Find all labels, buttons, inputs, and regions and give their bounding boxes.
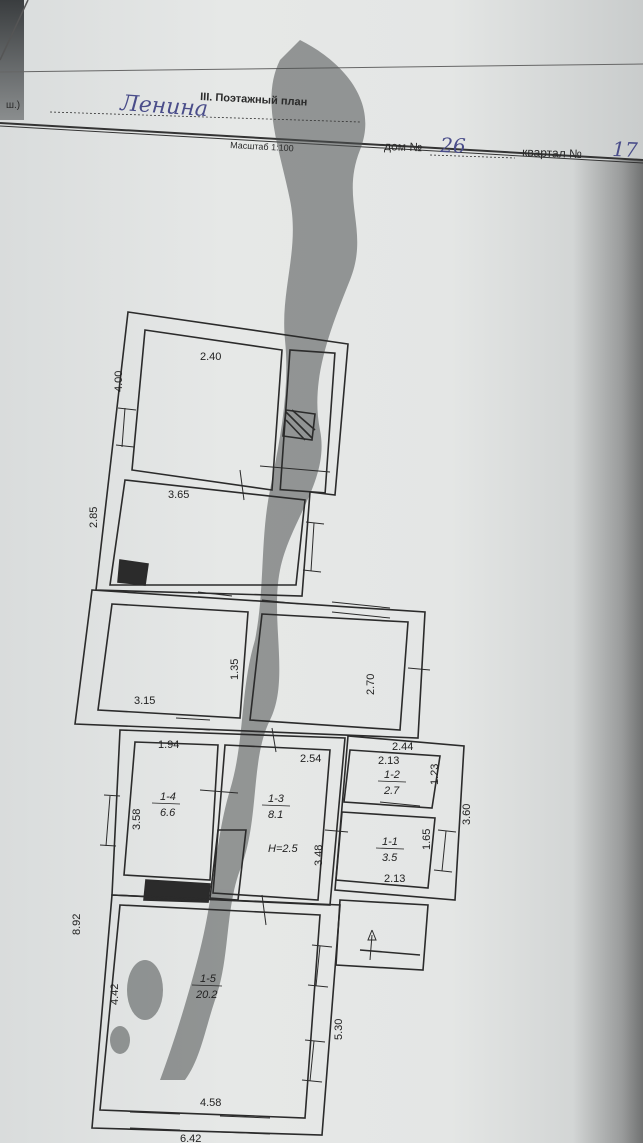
room-top	[131, 329, 283, 491]
plan-middle-outer	[74, 589, 426, 739]
room-1-1	[335, 811, 436, 889]
dim-left-total: 8.92	[71, 914, 83, 935]
room-1-5-area: 20.2	[195, 989, 217, 1001]
house-label: дом №	[384, 139, 423, 154]
prefix-fragment: ш.)	[6, 100, 20, 111]
porch	[335, 899, 429, 971]
dim-r7-w: 2.44	[392, 741, 413, 753]
dim-r3-w: 3.15	[134, 695, 155, 707]
plan-bottom-outer	[91, 894, 341, 1136]
room-4	[249, 613, 409, 731]
room-2	[109, 479, 306, 586]
dim-r8-w: 2.13	[384, 873, 405, 885]
dim-r7-sub-w: 2.13	[378, 755, 399, 767]
house-number: 26	[439, 133, 467, 158]
dim-r9-h: 4.42	[109, 984, 121, 1005]
room-1-1-area: 3.5	[382, 852, 398, 864]
dim-r2-h: 2.85	[88, 507, 100, 528]
room-1-4-area: 6.6	[160, 807, 176, 819]
section-title: III. Поэтажный план	[200, 91, 308, 109]
ink-smear	[110, 40, 366, 1080]
room-1-3-number: 1-3	[268, 793, 285, 805]
room-1-2-number: 1-2	[384, 769, 400, 781]
dim-bottom-total: 6.42	[180, 1133, 201, 1143]
dim-r8-h: 1.65	[421, 829, 433, 850]
room-labels: 1-4 6.6 1-3 8.1 1-2 2.7 1-1 3.5 H=2.5 1-…	[151, 769, 407, 1001]
dim-r7-h: 1.23	[429, 764, 441, 785]
room-1-1-number: 1-1	[382, 836, 398, 848]
dim-right-total: 3.60	[461, 804, 473, 825]
street-handwritten: Ленина	[119, 91, 209, 122]
stair-symbol	[282, 409, 316, 441]
dim-r4-h: 2.70	[365, 674, 377, 695]
room-1-5-number: 1-5	[200, 973, 217, 985]
dim-r6-w: 2.54	[300, 753, 321, 765]
dim-r5-w: 1.94	[158, 739, 179, 751]
room-1-5	[99, 904, 321, 1119]
dim-r9-right: 5.30	[333, 1019, 345, 1040]
dim-r6-h: 3.48	[313, 845, 325, 866]
room-3	[97, 603, 249, 719]
dimension-labels: 2.40 4.00 3.65 2.85 3.15 1.35 2.70 1.94 …	[71, 351, 473, 1143]
dim-r3-h: 1.35	[229, 659, 241, 680]
room-1-2	[343, 749, 441, 809]
room-1-2-area: 2.7	[383, 785, 400, 797]
room-1-3-area: 8.1	[268, 809, 283, 821]
dim-r9-w: 4.58	[200, 1097, 221, 1109]
page-right-shadow	[573, 160, 643, 1143]
scale-label: Масштаб 1:100	[230, 140, 294, 153]
ceiling-height: H=2.5	[268, 843, 299, 855]
block-number: 17	[612, 137, 639, 162]
block-label: квартал №	[522, 145, 582, 161]
dim-r-top-h: 4.00	[113, 371, 125, 392]
dim-r5-h: 3.58	[131, 809, 143, 830]
room-1-4	[123, 741, 219, 881]
dim-r2-w: 3.65	[168, 489, 189, 501]
room-1-4-number: 1-4	[160, 791, 176, 803]
page-corner-shadow	[0, 0, 24, 120]
dim-r-top-w: 2.40	[200, 351, 221, 363]
stove-symbol	[117, 559, 149, 586]
floor-plan	[74, 311, 465, 1136]
